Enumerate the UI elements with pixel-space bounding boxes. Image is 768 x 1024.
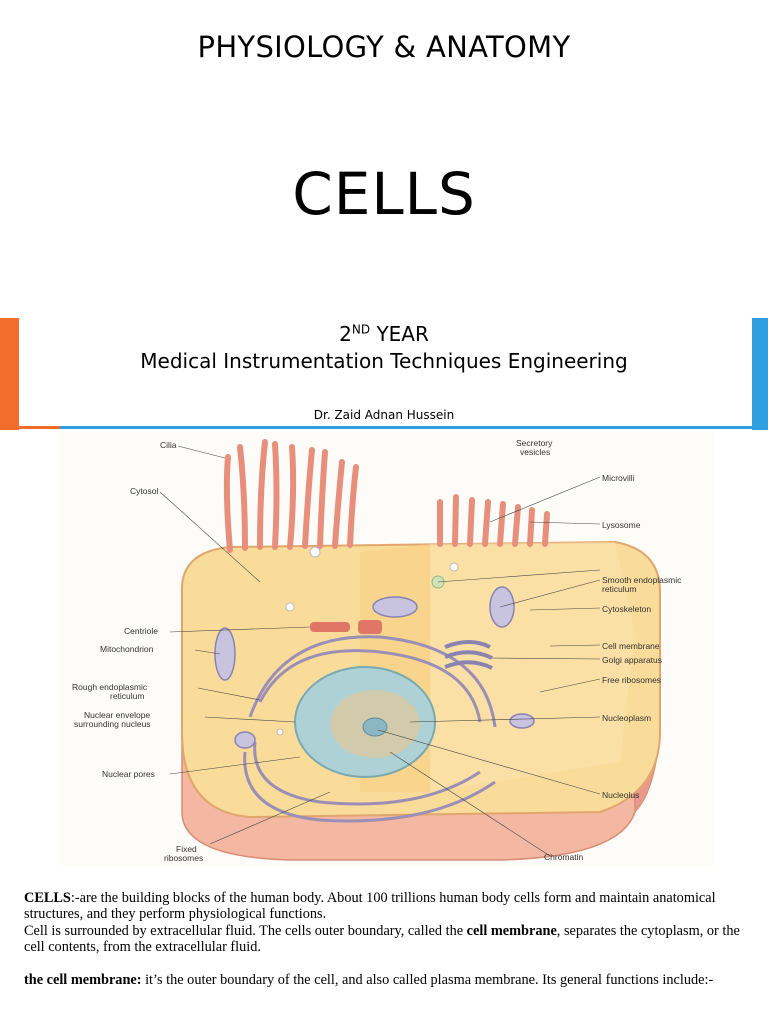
label-ribosomes: ribosomes: [164, 853, 204, 863]
paragraph-cells-text: :-are the building blocks of the human b…: [24, 890, 716, 923]
author-name: Dr. Zaid Adnan Hussein: [313, 408, 455, 422]
term-the-cell-membrane: the cell membrane:: [24, 971, 142, 988]
label-nucleoplasm: Nucleoplasm: [602, 713, 652, 723]
year-line: 2ND YEAR: [0, 322, 768, 346]
label-cytoskeleton: Cytoskeleton: [602, 604, 652, 614]
rough-er: [243, 635, 497, 823]
nucleolus: [362, 717, 388, 737]
mitochondria: [214, 586, 535, 749]
subject-heading: PHYSIOLOGY & ANATOMY: [197, 30, 571, 64]
paragraph-gap: [24, 956, 744, 972]
label-cilia: Cilia: [160, 440, 177, 450]
label-smooth-er: Smooth endoplasmic: [602, 575, 682, 585]
label-golgi: Golgi apparatus: [602, 655, 663, 665]
label-centriole: Centriole: [124, 626, 159, 636]
label-mitochondrion: Mitochondrion: [100, 644, 154, 654]
label-nuclear-pores: Nuclear pores: [102, 769, 155, 779]
orange-accent-bar: [0, 318, 19, 430]
centriole: [310, 620, 382, 634]
paragraph-cells: CELLS:-are the building blocks of the hu…: [24, 890, 744, 923]
cell-illustration: [180, 439, 661, 861]
paragraph-extracellular: Cell is surrounded by extracellular flui…: [24, 923, 744, 956]
label-rough-er: Rough endoplasmic: [72, 682, 148, 692]
label-smooth-er-2: reticulum: [602, 584, 637, 594]
label-vesicles: vesicles: [520, 447, 551, 457]
paragraph-extracellular-text-b: , separates the cytoplasm, or the cell c…: [24, 922, 740, 956]
paragraph-membrane-text: it’s the outer boundary of the cell, and…: [141, 971, 714, 988]
title-band: [0, 318, 768, 430]
label-cytosol: Cytosol: [130, 486, 159, 496]
term-cells: CELLS: [24, 890, 71, 906]
page-title: CELLS: [292, 160, 476, 228]
band-divider: [0, 426, 768, 429]
label-free-ribosomes: Free ribosomes: [602, 675, 662, 685]
blue-accent-bar: [752, 318, 768, 430]
label-rough-er-2: reticulum: [110, 691, 145, 701]
label-fixed: Fixed: [176, 844, 197, 854]
label-nucleolus: Nucleolus: [602, 790, 640, 800]
year-suffix: ND: [351, 322, 371, 337]
leader-lines: [159, 445, 601, 857]
diagram-text-layer: Cilia Cytosol Centriole Mitochondrion Ro…: [60, 432, 714, 866]
cilia: [223, 439, 359, 553]
cutaway-face-right: [430, 542, 635, 792]
term-cell-membrane: cell membrane: [466, 922, 557, 939]
label-lysosome: Lysosome: [602, 520, 641, 530]
golgi: [444, 640, 493, 670]
label-chromatin: Chromatin: [544, 852, 584, 862]
label-microvilli: Microvilli: [602, 473, 635, 483]
paragraph-membrane: the cell membrane: it’s the outer bounda…: [24, 972, 744, 988]
year-word: YEAR: [376, 322, 429, 346]
diagram-labels: [159, 445, 601, 857]
year-number: 2: [339, 322, 352, 346]
band-divider-accent: [0, 426, 60, 429]
label-secretory: Secretory: [516, 438, 553, 448]
body-text: CELLS:-are the building blocks of the hu…: [24, 890, 744, 988]
program-name: Medical Instrumentation Techniques Engin…: [140, 349, 628, 373]
label-cell-membrane: Cell membrane: [602, 641, 660, 651]
paragraph-extracellular-text-a: Cell is surrounded by extracellular flui…: [24, 922, 467, 939]
label-nuclear-envelope: Nuclear envelope: [84, 710, 151, 720]
cell-diagram: Cilia Cytosol Centriole Mitochondrion Ro…: [60, 432, 714, 866]
label-nuclear-envelope-2: surrounding nucleus: [74, 719, 151, 729]
microvilli: [437, 494, 550, 547]
